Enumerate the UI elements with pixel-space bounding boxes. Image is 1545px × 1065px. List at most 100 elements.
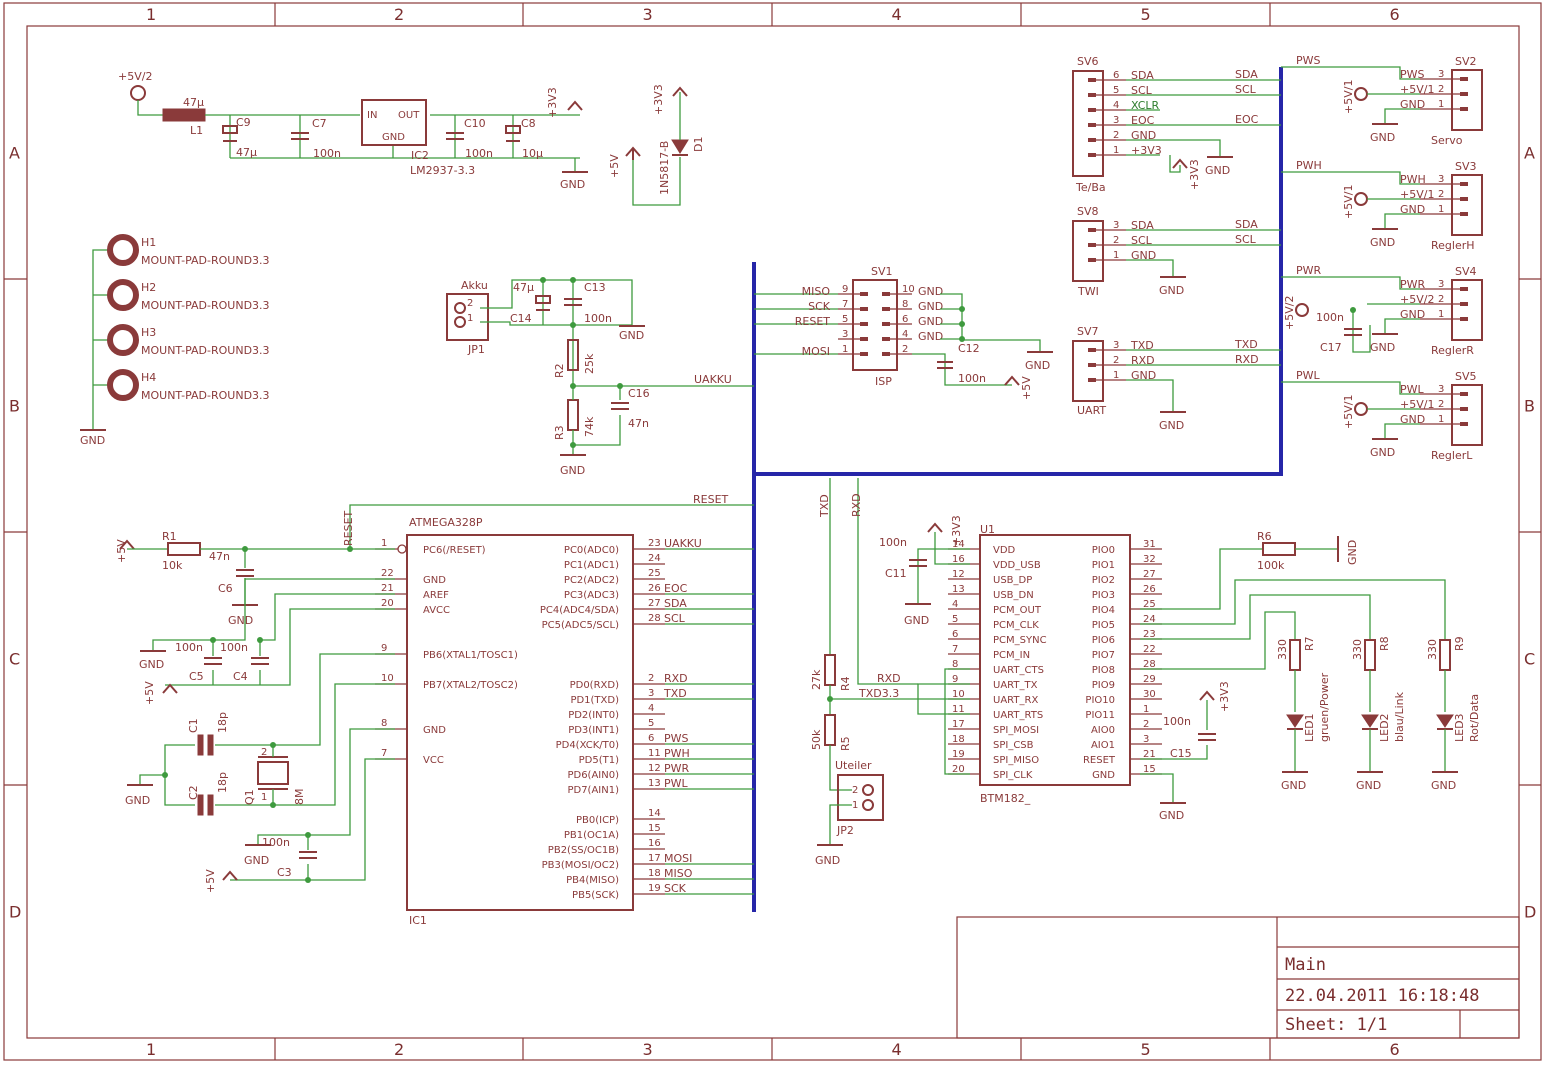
sv7-pin-name-2: RXD	[1131, 354, 1155, 367]
label-gnd-c6: GND	[228, 614, 253, 627]
atmega-pin-24: 24	[648, 553, 661, 564]
btm-pin-name-1: PIO11	[1085, 710, 1115, 721]
btm-pin-28: 28	[1143, 659, 1156, 670]
label-r2-value: 25k	[583, 353, 596, 374]
atmega-pin-name-9: PB6(XTAL1/TOSC1)	[423, 650, 518, 661]
inductor-l1	[162, 108, 206, 122]
label-3v3-c15: +3V3	[1218, 681, 1231, 712]
btm-pin-name-8: UART_CTS	[993, 665, 1044, 676]
label-c1: C1	[187, 718, 200, 733]
net-rxd-btm: RXD	[877, 672, 901, 685]
connector-sv6	[1072, 70, 1104, 177]
net-txd: TXD	[818, 494, 831, 518]
label-c13-value: 100n	[584, 312, 612, 325]
label-c7-value: 100n	[313, 147, 341, 160]
btm-pin-name-28: PIO8	[1092, 665, 1115, 676]
led1	[1286, 714, 1304, 728]
sv5-pin-1: 1	[1438, 414, 1444, 425]
isp-pin-1: 1	[842, 344, 848, 355]
sv4-pin-2: 2	[1438, 294, 1444, 305]
label-c5: C5	[189, 670, 204, 683]
btm-pin-name-16: VDD_USB	[993, 560, 1041, 571]
atmega-pin-8: 8	[381, 718, 387, 729]
label-h4-value: MOUNT-PAD-ROUND3.3	[141, 389, 270, 402]
label-h2-value: MOUNT-PAD-ROUND3.3	[141, 299, 270, 312]
atmega-pin-name-5: PD3(INT1)	[568, 725, 619, 736]
net-mosi-atmega: MOSI	[664, 852, 692, 865]
isp-net-6: GND	[918, 315, 943, 328]
regulator-section: +5V/2 47µ L1 C9 47µ C7 100n IN OUT GND I…	[118, 70, 705, 206]
atmega-pin-name-21: AREF	[423, 590, 449, 601]
atmega-pin-name-26: PC3(ADC3)	[564, 590, 619, 601]
isp-pin-2: 2	[902, 344, 908, 355]
atmega-pin-name-2: PD0(RXD)	[570, 680, 619, 691]
btm-pin-22: 22	[1143, 644, 1156, 655]
label-5v-vcc: +5V	[204, 869, 217, 893]
led3	[1436, 714, 1454, 728]
label-sv1: SV1	[871, 265, 893, 278]
label-supply-sv3: +5V/1	[1342, 185, 1355, 219]
sv6-net-6: SDA	[1235, 68, 1258, 81]
atmega-pin-7: 7	[381, 748, 387, 759]
btm-pin-20: 20	[952, 764, 965, 775]
atmega-pin-name-3: PD1(TXD)	[570, 695, 619, 706]
jp1-pin-2: 2	[467, 298, 473, 309]
net-sck-atmega: SCK	[664, 882, 687, 895]
label-led3: LED3	[1453, 713, 1466, 742]
label-gnd-sv7: GND	[1159, 419, 1184, 432]
supply-symbol-sv3	[1354, 192, 1368, 206]
label-r3: R3	[553, 425, 566, 440]
btm-pin-25: 25	[1143, 599, 1156, 610]
frame-row-left-A: A	[9, 144, 20, 163]
label-gnd-mount: GND	[80, 434, 105, 447]
btm-pin-15: 15	[1143, 764, 1156, 775]
label-gnd-divider: GND	[560, 464, 585, 477]
atmega-pin-name-8: GND	[423, 725, 446, 736]
btm-pin-name-5: PCM_CLK	[993, 620, 1039, 631]
label-h4: H4	[141, 371, 156, 384]
btm-pin-name-18: SPI_CSB	[993, 740, 1034, 751]
sv6-pin-1: 1	[1113, 145, 1119, 156]
label-gnd-sv2: GND	[1370, 131, 1395, 144]
label-r2: R2	[553, 363, 566, 378]
isp-net-5: RESET	[795, 315, 831, 328]
sv5-pin-name-2: +5V/1	[1400, 398, 1434, 411]
regulator-ic2	[361, 99, 427, 146]
connector-jp2	[837, 774, 884, 821]
net-pwr-atmega: PWR	[664, 762, 690, 775]
btm-pin-name-10: UART_RX	[993, 695, 1038, 706]
label-uteiler: Uteiler	[835, 759, 872, 772]
label-sv3-name: ReglerH	[1431, 239, 1475, 252]
btm-pin-24: 24	[1143, 614, 1156, 625]
label-r5: R5	[839, 736, 852, 751]
mount-pads: H1 MOUNT-PAD-ROUND3.3 H2 MOUNT-PAD-ROUND…	[80, 234, 270, 447]
mcu-ic1	[406, 534, 634, 911]
label-gnd-led3: GND	[1431, 779, 1456, 792]
btm-pin-7: 7	[952, 644, 958, 655]
btm-pin-name-3: AIO1	[1091, 740, 1115, 751]
sv5-pin-2: 2	[1438, 399, 1444, 410]
label-gnd-sv5: GND	[1370, 446, 1395, 459]
btm-pin-name-29: PIO9	[1092, 680, 1115, 691]
sv3-pin-3: 3	[1438, 174, 1444, 185]
btm-pin-name-27: PIO2	[1092, 575, 1115, 586]
btm-pin-19: 19	[952, 749, 965, 760]
label-sv7: SV7	[1077, 325, 1099, 338]
label-c9: C9	[236, 116, 251, 129]
net-eoc-atmega: EOC	[664, 582, 688, 595]
atmega-pin-12: 12	[648, 763, 661, 774]
atmega-pin-17: 17	[648, 853, 661, 864]
frame-col-bottom-2: 2	[394, 1040, 404, 1059]
atmega-section: ATMEGA328P IC1 1PC6(/RESET)22GND21AREF20…	[115, 493, 754, 927]
ic2-pin-in: IN	[367, 110, 377, 121]
atmega-pin-name-7: VCC	[423, 755, 444, 766]
btm-pin-name-4: PCM_OUT	[993, 605, 1042, 616]
label-gnd: GND	[560, 178, 585, 191]
sv8-pin-2: 2	[1113, 235, 1119, 246]
jp2-pin-1: 1	[852, 800, 858, 811]
frame-col-bottom-1: 1	[146, 1040, 156, 1059]
btm-pin-26: 26	[1143, 584, 1156, 595]
btm-pin-name-11: UART_RTS	[993, 710, 1043, 721]
label-q1-value: 8M	[293, 789, 306, 806]
